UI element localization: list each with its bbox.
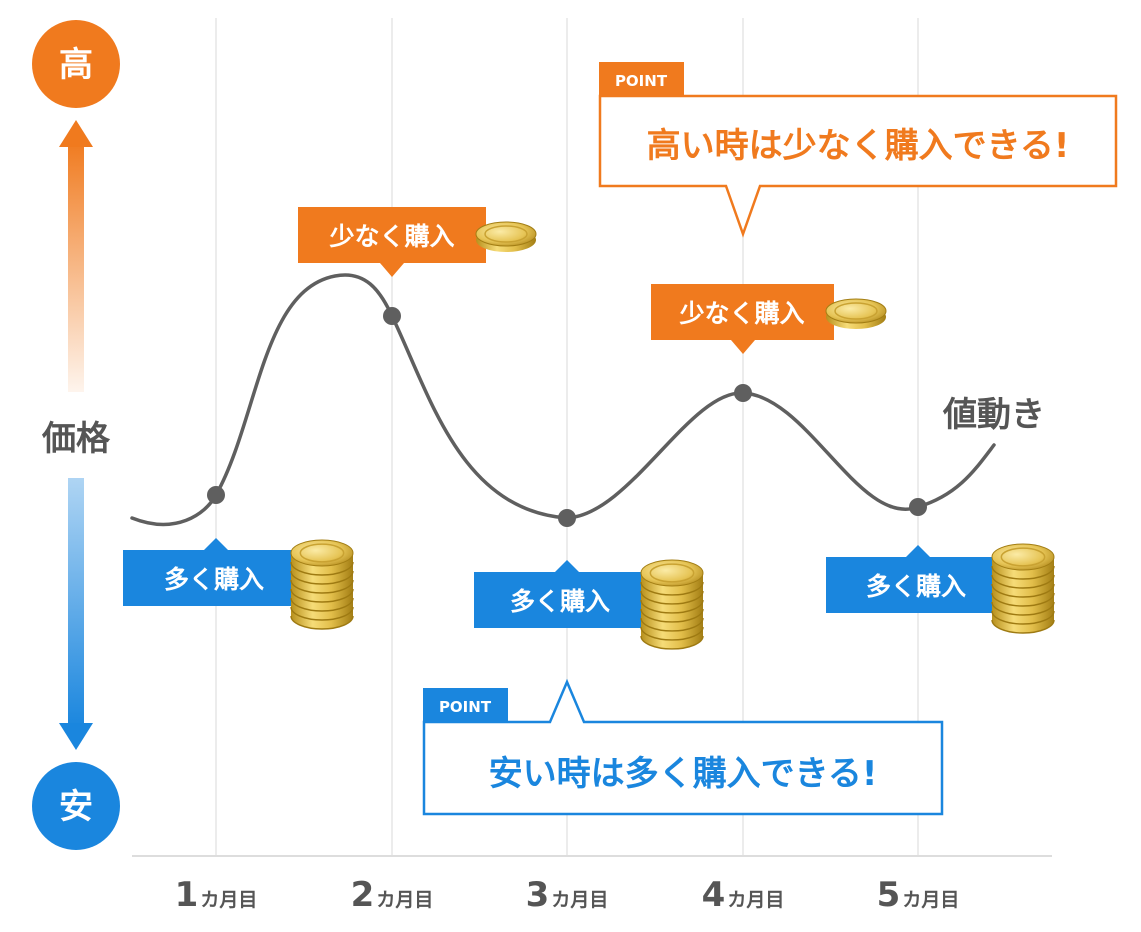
purchase-point-month-3 <box>558 509 576 527</box>
tag-month-4: 少なく購入 <box>651 284 834 354</box>
single-coin-month-4 <box>825 298 887 329</box>
purchase-point-month-5 <box>909 498 927 516</box>
single-coin-month-2 <box>475 221 537 252</box>
tag-month-1: 多く購入 <box>123 538 306 606</box>
svg-text:多く購入: 多く購入 <box>510 587 610 616</box>
price-curve <box>130 273 996 527</box>
tag-month-3: 多く購入 <box>474 560 644 628</box>
svg-text:少なく購入: 少なく購入 <box>678 299 804 328</box>
price-axis: 高 価格 安 <box>32 20 120 850</box>
high-badge <box>32 20 120 108</box>
low-label: 安 <box>59 787 93 827</box>
svg-text:多く購入: 多く購入 <box>866 572 966 601</box>
purchase-point-month-2 <box>383 307 401 325</box>
tag-month-5: 多く購入 <box>826 545 1004 613</box>
svg-text:高い時は少なく購入できる!: 高い時は少なく購入できる! <box>647 126 1070 166</box>
tag-month-2: 少なく購入 <box>298 207 486 277</box>
down-arrow-head <box>59 723 93 750</box>
coin-stack-month-3 <box>640 559 704 650</box>
price-movement-label: 値動き <box>942 395 1045 435</box>
callout-low: POINT 安い時は多く購入できる! <box>422 678 944 816</box>
svg-text:POINT: POINT <box>615 72 668 90</box>
svg-text:安い時は多く購入できる!: 安い時は多く購入できる! <box>489 754 878 794</box>
svg-text:少なく購入: 少なく購入 <box>328 222 454 251</box>
high-label: 高 <box>59 45 93 85</box>
coin-stack-month-1 <box>290 539 354 630</box>
callout-high-badge <box>599 62 684 96</box>
purchase-points <box>207 307 927 527</box>
svg-text:多く購入: 多く購入 <box>164 565 264 594</box>
coin-stack-month-5 <box>991 543 1055 634</box>
callout-high: POINT 高い時は少なく購入できる! <box>598 62 1118 238</box>
up-arrow-shaft <box>68 140 84 392</box>
down-arrow-shaft <box>68 478 84 728</box>
price-label: 価格 <box>41 419 111 459</box>
purchase-point-month-4 <box>734 384 752 402</box>
callout-low-badge <box>423 688 508 722</box>
svg-text:POINT: POINT <box>439 698 492 716</box>
up-arrow-head <box>59 120 93 147</box>
purchase-point-month-1 <box>207 486 225 504</box>
low-badge <box>32 762 120 850</box>
